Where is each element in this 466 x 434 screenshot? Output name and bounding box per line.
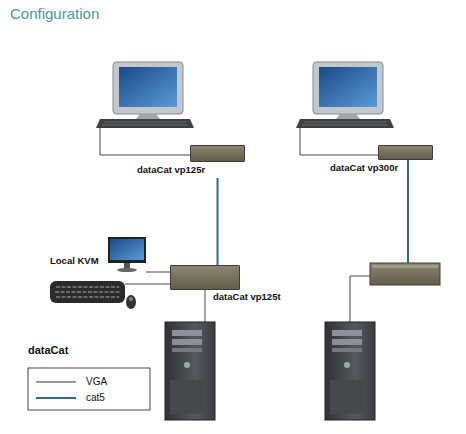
- tower-left: [165, 322, 215, 420]
- computer-left: [96, 62, 194, 128]
- device-box: [370, 263, 440, 285]
- legend-heading: dataCat: [28, 344, 68, 357]
- device-node: dataCat vp125r: [137, 145, 246, 177]
- cat5-cable: [217, 178, 219, 265]
- cat5-wire: [407, 160, 409, 263]
- legend-sample-cat5: [36, 397, 76, 399]
- legend-text: VGA: [86, 376, 107, 388]
- tower-right: [325, 322, 375, 420]
- page-title: Configuration: [10, 5, 99, 22]
- device-box: [170, 265, 240, 290]
- device-box: [190, 145, 245, 162]
- legend-sample-vga: [36, 382, 76, 383]
- device-box: [378, 145, 433, 160]
- device-label: dataCat vp125r: [137, 165, 205, 176]
- legend-frame: [28, 368, 150, 410]
- vga-wires: [100, 127, 378, 322]
- device-label: dataCat vp300r: [330, 163, 398, 174]
- legend-text: cat5: [86, 392, 105, 404]
- device-node: dataCat vp125t: [170, 265, 282, 304]
- local-kvm: [50, 237, 146, 309]
- part-label: Local KVM: [50, 256, 99, 267]
- computer-right: [296, 62, 394, 128]
- device-label: dataCat vp125t: [213, 292, 281, 303]
- device-node: dataCat vp300r: [330, 145, 434, 175]
